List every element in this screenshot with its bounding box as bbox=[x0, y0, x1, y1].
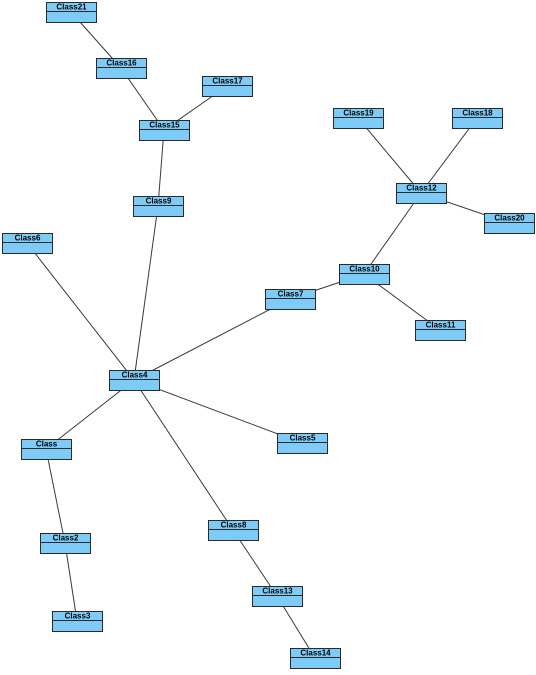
class-name-label: Class14 bbox=[300, 649, 331, 658]
class-name-label: Class10 bbox=[349, 265, 380, 274]
connection-class10-class12 bbox=[363, 192, 422, 275]
connection-class2-class3 bbox=[64, 542, 78, 622]
class-name-label: Class17 bbox=[212, 77, 243, 86]
connection-class9-class4 bbox=[133, 205, 159, 381]
class-box-class2[interactable]: Class2 bbox=[40, 533, 91, 554]
class-body bbox=[265, 289, 316, 310]
class-box-class20[interactable]: Class20 bbox=[484, 213, 535, 234]
class-name-label: Class13 bbox=[262, 587, 293, 596]
class-box-class[interactable]: Class bbox=[21, 439, 72, 460]
class-name-label: Class6 bbox=[15, 234, 41, 243]
class-body bbox=[109, 370, 160, 391]
connection-class12-class19 bbox=[357, 117, 422, 194]
class-body bbox=[21, 439, 72, 460]
class-body bbox=[290, 648, 341, 669]
class-body bbox=[40, 533, 91, 554]
class-body bbox=[96, 58, 147, 79]
class-body bbox=[252, 586, 303, 607]
class-box-class21[interactable]: Class21 bbox=[46, 2, 97, 23]
class-name-label: Class20 bbox=[494, 214, 525, 223]
class-name-label: Class12 bbox=[406, 184, 437, 193]
class-name-label: Class5 bbox=[290, 434, 316, 443]
class-name-label: Class19 bbox=[343, 109, 374, 118]
class-name-label: Class2 bbox=[53, 534, 79, 543]
class-box-class11[interactable]: Class11 bbox=[415, 320, 466, 341]
class-body bbox=[415, 320, 466, 341]
class-body bbox=[339, 264, 390, 285]
class-body bbox=[396, 183, 447, 204]
class-box-class4[interactable]: Class4 bbox=[109, 370, 160, 391]
class-body bbox=[2, 233, 53, 254]
class-body bbox=[452, 108, 503, 129]
class-name-label: Class9 bbox=[146, 197, 172, 206]
class-name-label: Class3 bbox=[65, 612, 91, 621]
connection-class4-class bbox=[45, 379, 135, 450]
class-body bbox=[202, 76, 253, 97]
connection-class4-class5 bbox=[133, 379, 303, 444]
class-name-label: Class15 bbox=[149, 121, 180, 130]
class-box-class3[interactable]: Class3 bbox=[52, 611, 103, 632]
class-name-label: Class11 bbox=[426, 321, 456, 330]
connection-class6-class4 bbox=[26, 242, 135, 381]
class-box-class18[interactable]: Class18 bbox=[452, 108, 503, 129]
class-name-label: Class bbox=[36, 440, 58, 449]
connection-class12-class18 bbox=[420, 117, 478, 194]
class-name-label: Class4 bbox=[122, 371, 148, 380]
class-box-class13[interactable]: Class13 bbox=[252, 586, 303, 607]
class-box-class16[interactable]: Class16 bbox=[96, 58, 147, 79]
class-box-class8[interactable]: Class8 bbox=[208, 520, 259, 541]
class-body bbox=[133, 196, 184, 217]
class-body bbox=[484, 213, 535, 234]
class-body bbox=[139, 120, 190, 141]
class-box-class19[interactable]: Class19 bbox=[333, 108, 384, 129]
connection-class15-class9 bbox=[157, 129, 165, 207]
class-box-class14[interactable]: Class14 bbox=[290, 648, 341, 669]
class-body bbox=[333, 108, 384, 129]
class-body bbox=[277, 433, 328, 454]
connection-class4-class8 bbox=[133, 379, 234, 531]
connection-class4-class7 bbox=[133, 298, 291, 381]
class-box-class17[interactable]: Class17 bbox=[202, 76, 253, 97]
class-box-class5[interactable]: Class5 bbox=[277, 433, 328, 454]
class-box-class12[interactable]: Class12 bbox=[396, 183, 447, 204]
class-body bbox=[208, 520, 259, 541]
class-name-label: Class7 bbox=[278, 290, 304, 299]
class-box-class10[interactable]: Class10 bbox=[339, 264, 390, 285]
class-name-label: Class18 bbox=[462, 109, 493, 118]
class-body bbox=[46, 2, 97, 23]
class-name-label: Class8 bbox=[221, 521, 247, 530]
class-box-class15[interactable]: Class15 bbox=[139, 120, 190, 141]
class-name-label: Class16 bbox=[106, 59, 137, 68]
connection-class-class2 bbox=[45, 448, 66, 544]
class-box-class9[interactable]: Class9 bbox=[133, 196, 184, 217]
class-body bbox=[52, 611, 103, 632]
class-box-class6[interactable]: Class6 bbox=[2, 233, 53, 254]
class-name-label: Class21 bbox=[56, 3, 87, 12]
class-box-class7[interactable]: Class7 bbox=[265, 289, 316, 310]
